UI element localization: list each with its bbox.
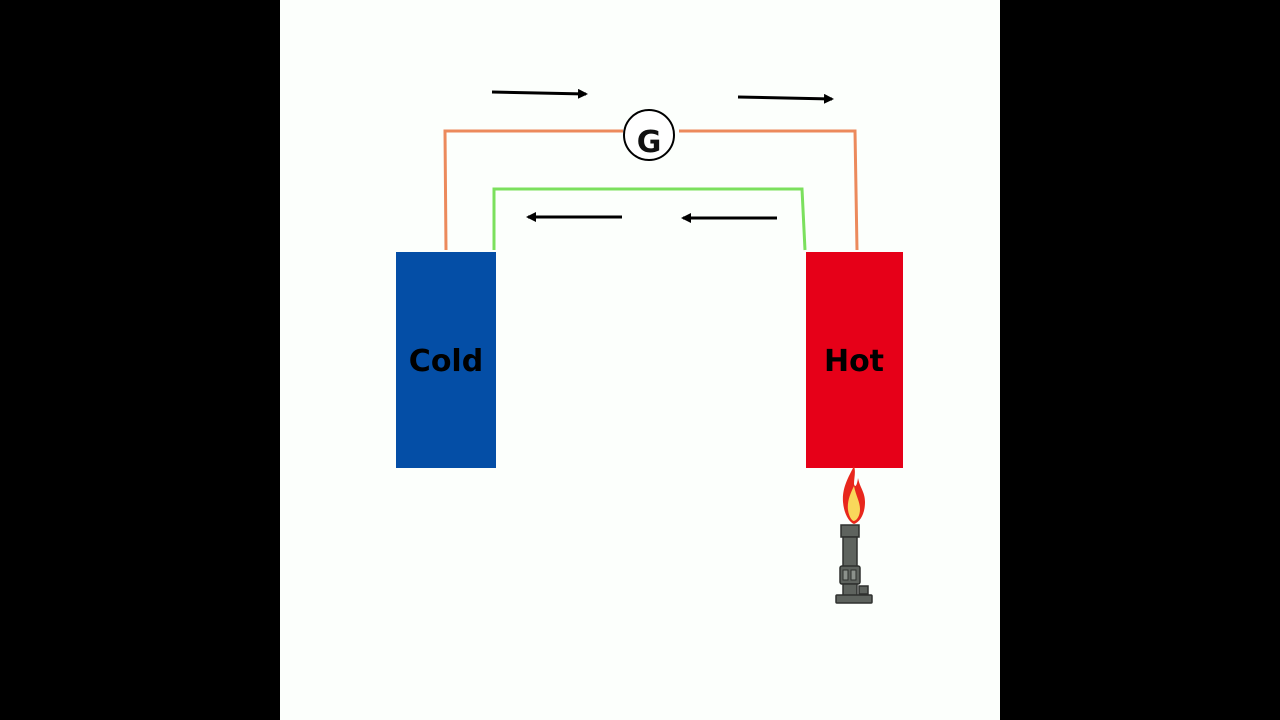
cold-block-rect	[396, 252, 496, 468]
bottom-wire	[492, 187, 807, 251]
hot-block: Hot	[806, 252, 903, 468]
cold-block-label: Cold	[409, 344, 483, 379]
hot-block-label: Hot	[824, 344, 884, 379]
galvanometer: G	[623, 109, 675, 161]
top-wire-right	[679, 129, 859, 251]
hot-block-rect	[806, 252, 903, 468]
current-arrow-top-left	[491, 88, 588, 99]
flame-icon	[842, 466, 865, 524]
top-wire-left	[443, 129, 623, 251]
thermocouple-diagram: G Cold Hot	[396, 88, 903, 604]
cold-block: Cold	[396, 252, 496, 468]
galvanometer-circle	[623, 109, 675, 161]
current-arrow-top-right	[737, 93, 834, 104]
bunsen-burner-icon	[835, 524, 873, 604]
top-wire	[443, 129, 859, 251]
diagram-canvas: G Cold Hot	[280, 0, 1000, 720]
galvanometer-label: G	[637, 125, 662, 160]
